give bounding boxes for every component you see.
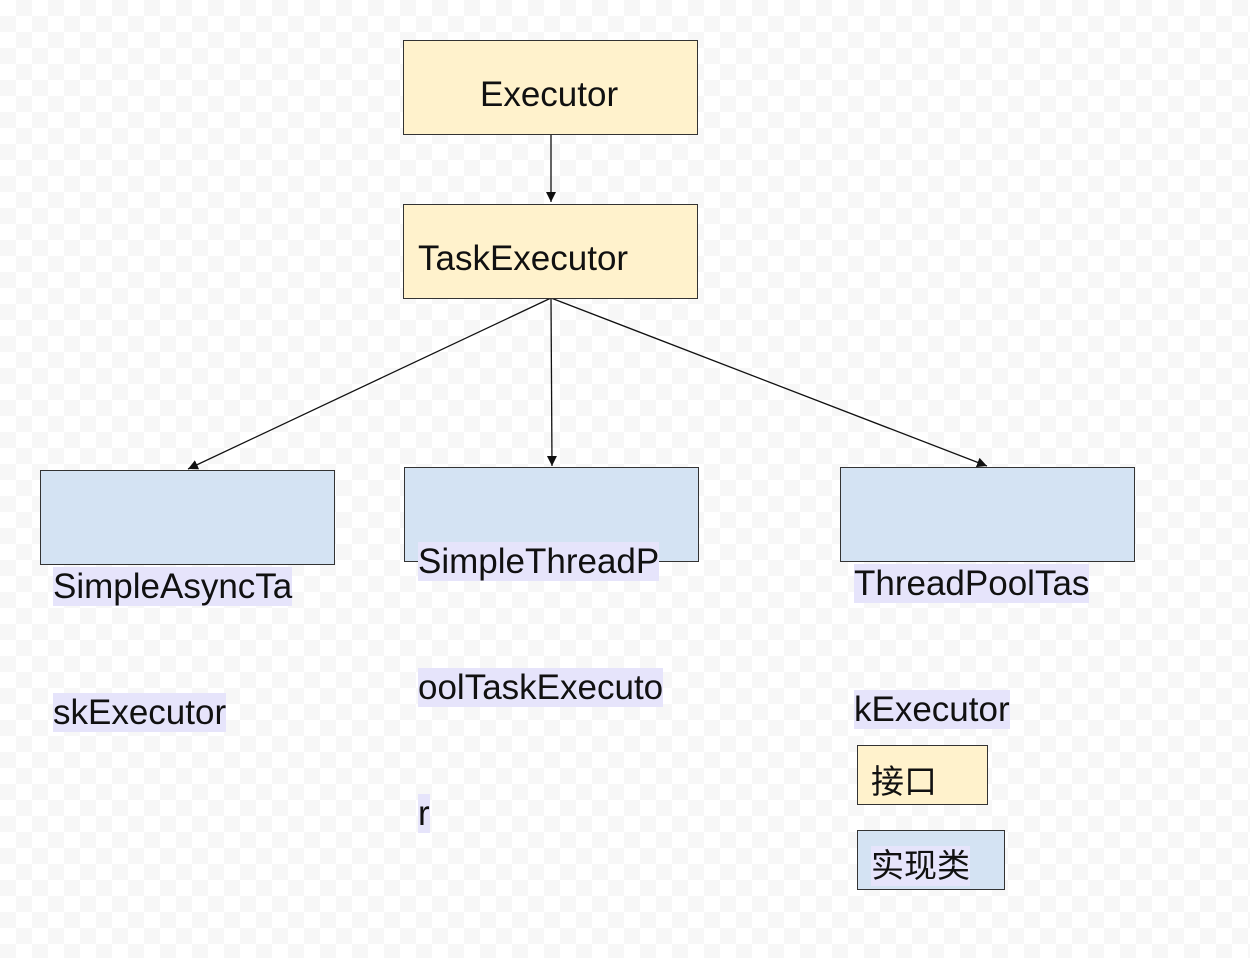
simpleasync-line-2: skExecutor (53, 693, 227, 732)
simplethreadpool-line-2: oolTaskExecuto (418, 668, 664, 707)
legend-interface-label: 接口 (871, 762, 937, 801)
edge-taskexecutor-to-simpleasync (187, 297, 552, 470)
executor-node[interactable] (403, 40, 698, 135)
simpleasync-line-1: SimpleAsyncTa (53, 567, 293, 606)
legend-implementation-label: 实现类 (871, 846, 970, 886)
simplethreadpool-line-3: r (418, 794, 430, 833)
taskexecutor-label: TaskExecutor (418, 239, 629, 278)
threadpool-line-2: kExecutor (854, 690, 1010, 729)
simpleasynctaskexecutor-node[interactable] (40, 470, 335, 565)
taskexecutor-node[interactable] (403, 204, 698, 299)
simpleasynctaskexecutor-label: SimpleAsyncTa skExecutor (53, 482, 293, 776)
threadpooltaskexecutor-node[interactable] (840, 467, 1135, 562)
threadpooltaskexecutor-label: ThreadPoolTas kExecutor (854, 479, 1090, 773)
edge-taskexecutor-to-threadpool (550, 297, 988, 468)
threadpool-line-1: ThreadPoolTas (854, 564, 1090, 603)
simplethreadpool-line-1: SimpleThreadP (418, 542, 660, 581)
simplethreadpooltaskexecutor-label: SimpleThreadP oolTaskExecuto r (418, 457, 664, 877)
executor-label: Executor (480, 75, 619, 114)
edge-taskexecutor-to-simplethreadpool (546, 297, 557, 467)
legend-interface-swatch (857, 745, 988, 805)
